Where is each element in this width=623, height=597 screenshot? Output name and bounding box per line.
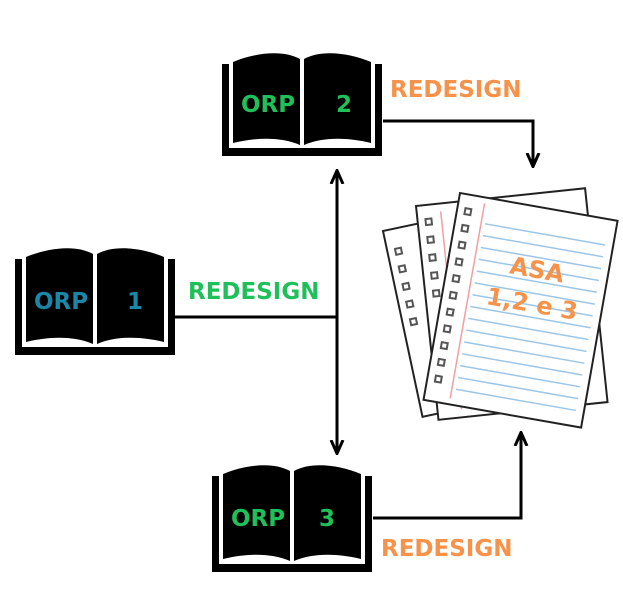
book-orp1: ORP 1 [15, 248, 175, 355]
redesign-label-orp2: REDESIGN [390, 77, 521, 103]
book-orp2: ORP 2 [222, 53, 382, 156]
book-left-page [26, 248, 93, 344]
book-orp1-right-label: 1 [127, 289, 143, 315]
book-right-page [97, 248, 164, 344]
book-orp2-right-label: 2 [336, 92, 352, 118]
document-sheet-front [422, 191, 619, 429]
book-orp3: ORP 3 [212, 465, 372, 572]
book-orp3-left-label: ORP [231, 506, 285, 532]
book-orp2-left-label: ORP [241, 92, 295, 118]
orp2-to-documents-arrow [383, 119, 533, 165]
book-right-page [304, 53, 371, 145]
orp3-to-documents-arrow [373, 434, 521, 520]
book-left-page [233, 53, 300, 145]
book-orp3-right-label: 3 [319, 506, 335, 532]
book-left-page [223, 465, 290, 561]
connectors [174, 119, 533, 520]
book-orp1-left-label: ORP [34, 289, 88, 315]
document-stack: ASA 1,2 e 3 [381, 187, 619, 429]
redesign-label-orp3: REDESIGN [381, 536, 512, 562]
book-right-page [294, 465, 361, 561]
redesign-label-orp1: REDESIGN [188, 279, 319, 305]
